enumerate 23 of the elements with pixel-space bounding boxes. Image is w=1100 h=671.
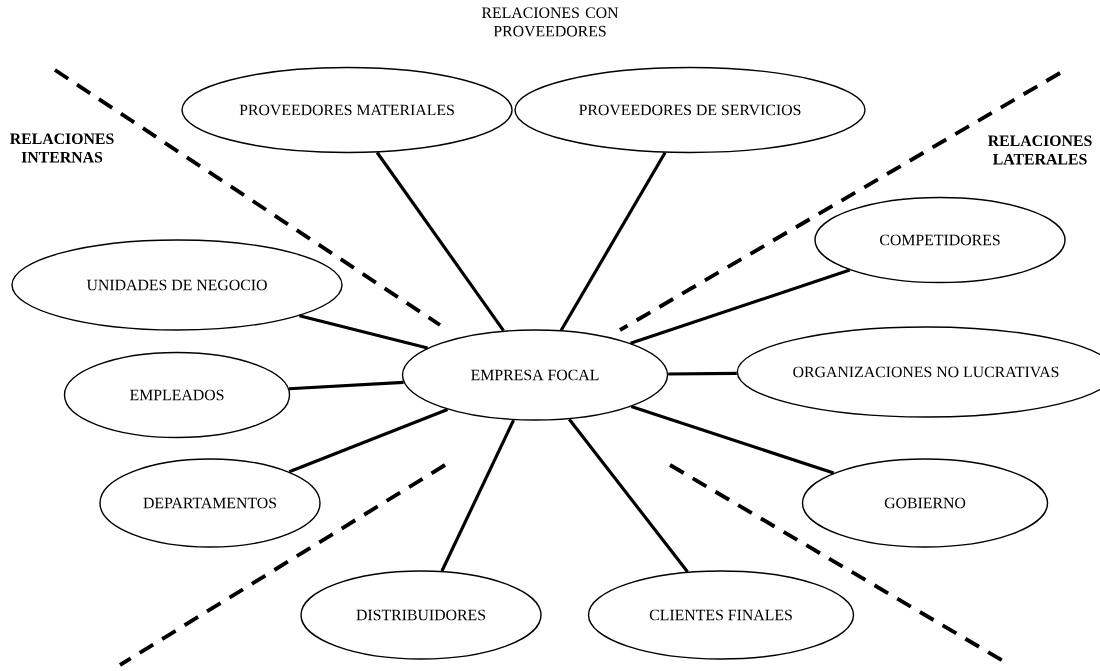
- connector-line: [568, 418, 689, 573]
- region-label: RELACIONES CON PROVEEDORES: [481, 7, 619, 37]
- ellipse-node: CLIENTES FINALES: [587, 570, 855, 660]
- connector-line: [559, 151, 667, 331]
- connector-line: [630, 405, 835, 475]
- region-label: RELACIONES LATERALES: [988, 135, 1092, 165]
- ellipse-node: DISTRIBUIDORES: [300, 570, 542, 660]
- ellipse-node: UNIDADES DE NEGOCIO: [11, 239, 343, 331]
- ellipse-node: PROVEEDORES MATERIALES: [181, 66, 513, 154]
- ellipse-node: PROVEEDORES DE SERVICIOS: [514, 66, 866, 154]
- connector-line: [440, 419, 515, 572]
- connector-line: [288, 380, 404, 391]
- ellipse-node: GOBIERNO: [801, 458, 1049, 548]
- ellipse-node: COMPETIDORES: [814, 196, 1066, 284]
- ellipse-node: EMPLEADOS: [63, 351, 291, 439]
- connector-line: [375, 151, 505, 332]
- connector-line: [299, 314, 428, 350]
- ellipse-node: EMPRESA FOCAL: [401, 329, 669, 421]
- connector-line: [288, 408, 449, 474]
- ellipse-node: DEPARTAMENTOS: [99, 458, 321, 548]
- connector-line: [630, 268, 851, 345]
- connector-line: [668, 371, 737, 376]
- region-label: RELACIONES INTERNAS: [10, 133, 114, 163]
